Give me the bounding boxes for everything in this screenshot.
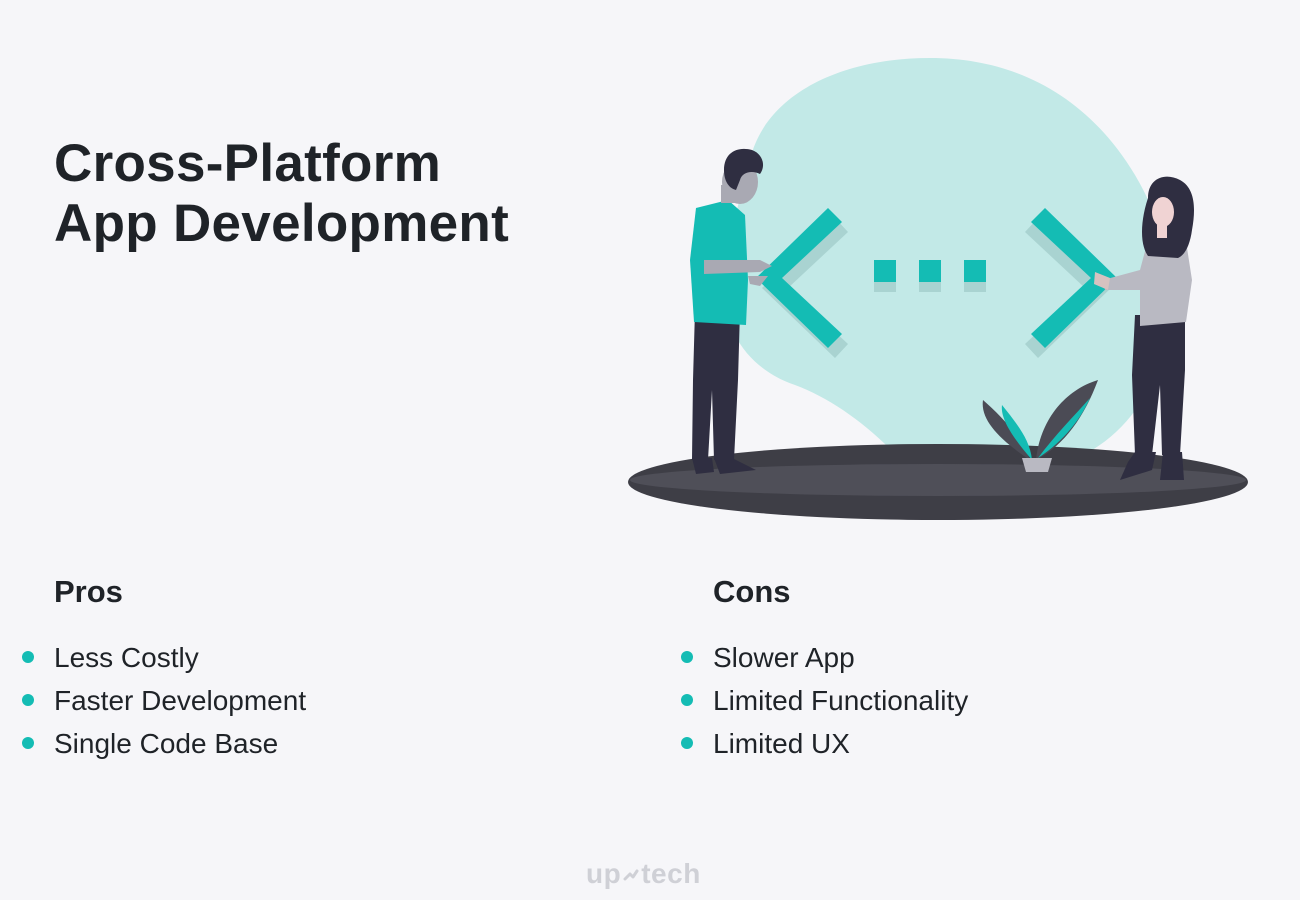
bullet-icon <box>681 651 693 663</box>
list-item: Slower App <box>681 636 1233 679</box>
ellipsis-dot <box>919 260 941 282</box>
plant <box>982 380 1098 472</box>
background-blob <box>724 58 1170 470</box>
man-figure <box>690 148 772 474</box>
list-item-label: Limited UX <box>713 728 850 759</box>
page-title: Cross-Platform App Development <box>54 134 509 254</box>
logo-text-left: up <box>586 858 622 889</box>
list-item: Single Code Base <box>22 722 574 765</box>
uptech-logo: up tech <box>586 856 720 892</box>
bullet-icon <box>22 694 34 706</box>
list-item-label: Slower App <box>713 642 855 673</box>
logo-text-right: tech <box>641 858 701 889</box>
cons-heading: Cons <box>713 574 791 609</box>
cons-list: Slower App Limited Functionality Limited… <box>681 636 1233 765</box>
list-item-label: Faster Development <box>54 685 307 716</box>
code-brackets-illustration <box>600 40 1260 540</box>
list-item-label: Single Code Base <box>54 728 279 759</box>
ellipsis-dot <box>874 260 896 282</box>
list-item: Limited Functionality <box>681 679 1233 722</box>
bullet-icon <box>22 651 34 663</box>
list-item: Less Costly <box>22 636 574 679</box>
pros-section: Pros Less Costly Faster Development Sing… <box>22 572 574 765</box>
woman-figure <box>1094 176 1195 480</box>
bullet-icon <box>22 737 34 749</box>
logo-mark-icon <box>623 858 639 890</box>
cons-section: Cons Slower App Limited Functionality Li… <box>681 572 1233 765</box>
left-chevron <box>756 208 842 348</box>
list-item-label: Limited Functionality <box>713 685 969 716</box>
bullet-icon <box>681 737 693 749</box>
ellipsis-dot <box>964 260 986 282</box>
list-item-label: Less Costly <box>54 642 199 673</box>
ground <box>630 464 1246 496</box>
list-item: Faster Development <box>22 679 574 722</box>
bullet-icon <box>681 694 693 706</box>
pros-list: Less Costly Faster Development Single Co… <box>22 636 574 765</box>
list-item: Limited UX <box>681 722 1233 765</box>
title-line-2: App Development <box>54 194 510 253</box>
pros-heading: Pros <box>54 574 123 609</box>
title-line-1: Cross-Platform <box>54 134 442 193</box>
